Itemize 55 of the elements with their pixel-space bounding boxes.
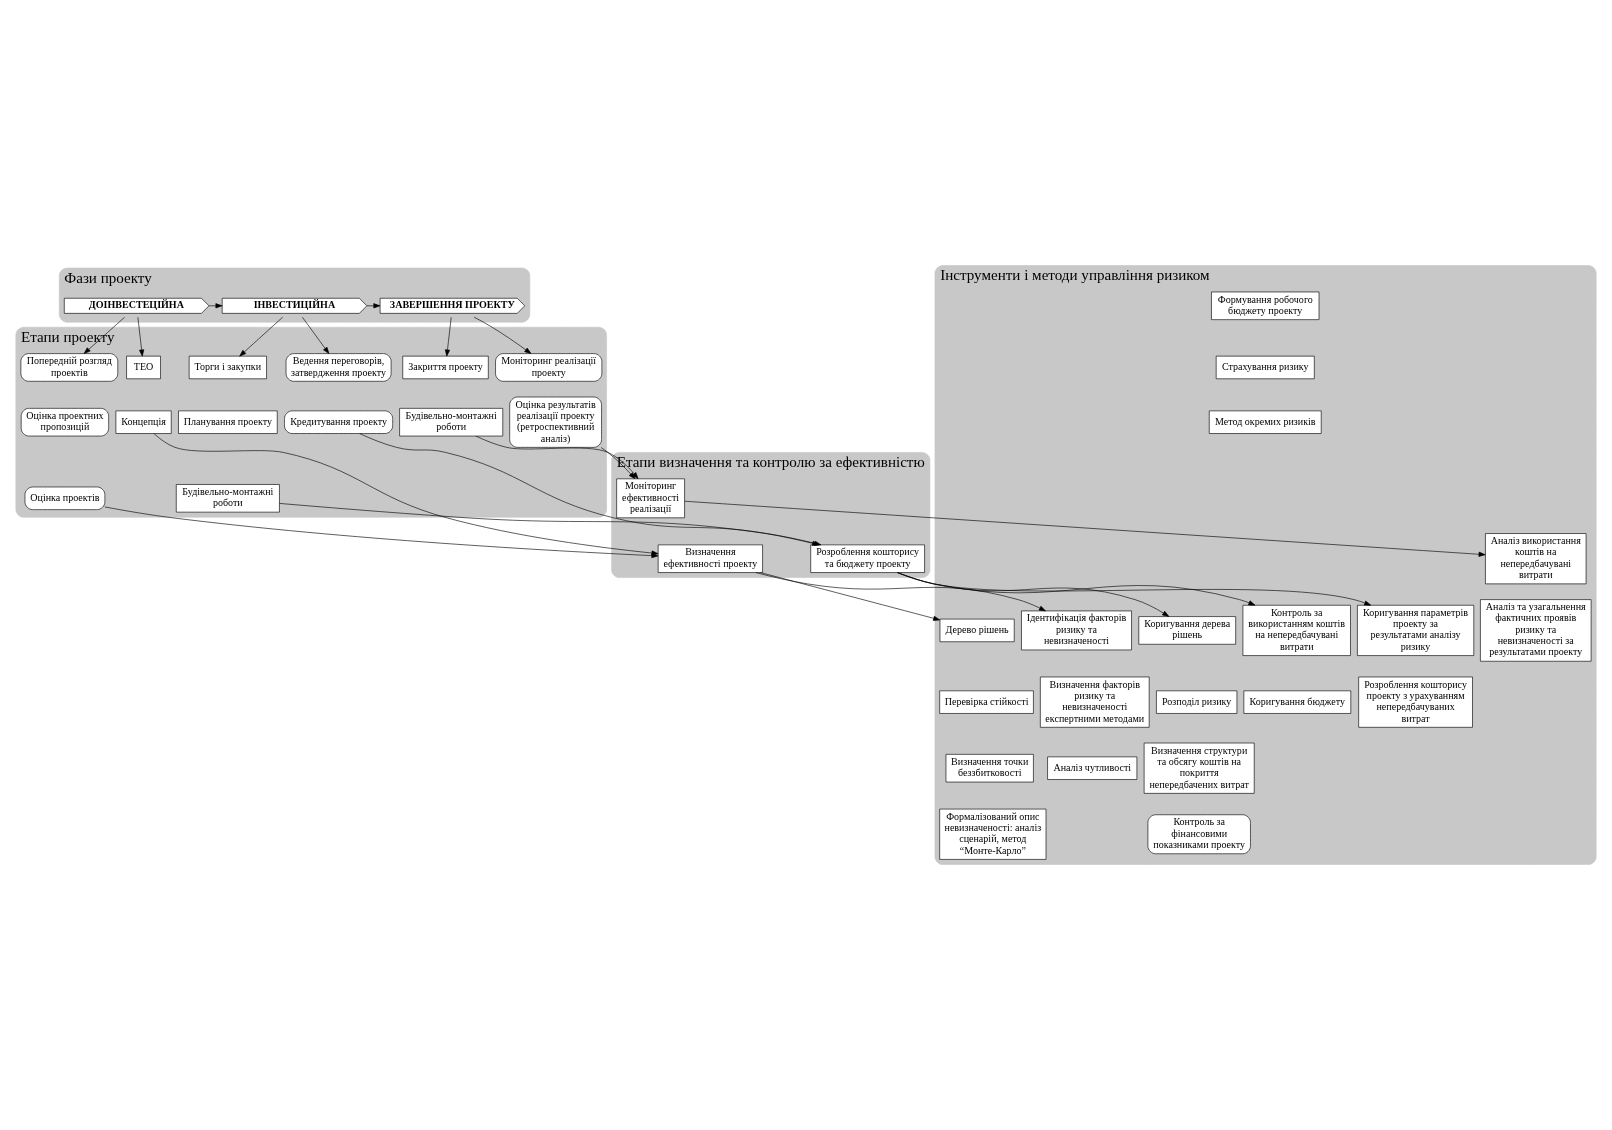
- node-box: ТЕО: [126, 355, 161, 380]
- node-box: Аналіз використання коштів на непередбачувані витрати: [1485, 533, 1587, 585]
- node-box: Аналіз чутливості: [1047, 756, 1138, 780]
- arrow: [600, 447, 636, 480]
- arrow: [153, 433, 659, 556]
- arrow: [897, 572, 1170, 617]
- node-box: Розроблення кошторису проекту з урахуванням непередбачуваних витрат: [1358, 676, 1473, 728]
- node-box: Визначення точки беззбитковості: [945, 754, 1034, 783]
- node-box: Формування робочого бюджету проекту: [1211, 291, 1320, 320]
- arrow: [366, 303, 381, 309]
- node-box: Коригування бюджету: [1243, 690, 1352, 714]
- arrow: [239, 316, 283, 357]
- arrow: [302, 316, 330, 354]
- node-box: Визначення структури та обсягу коштів на покриття непередбачених витрат: [1143, 742, 1255, 794]
- arrow: [760, 572, 941, 621]
- node-box: Оцінка проектів: [24, 486, 106, 510]
- node-box: Ідентифікація факторів ризику та невизначеності: [1021, 610, 1132, 651]
- node-box: Моніторинг реалізації проекту: [495, 353, 603, 382]
- node-box: Аналіз та узагальнення фактичних проявів ризику та невизначеності за результатами проекту: [1480, 599, 1592, 662]
- node-box: Концепція: [115, 410, 172, 434]
- node-box: Перевірка стійкості: [939, 690, 1034, 714]
- node-box: Дерево рішень: [939, 618, 1015, 643]
- node-box: Будівельно-монтажні роботи: [399, 408, 504, 437]
- node-box: Контроль за фінансовими показниками проекту: [1147, 814, 1251, 855]
- node-box: Визначення ефективності проекту: [657, 544, 763, 573]
- arrow: [208, 303, 223, 309]
- node-box: Закриття проекту: [402, 355, 489, 380]
- arrow: [83, 316, 125, 354]
- arrow: [444, 316, 452, 357]
- node-box: Кредитування проекту: [284, 410, 393, 434]
- arrow: [104, 506, 659, 559]
- node-box: Метод окремих ризиків: [1208, 410, 1322, 434]
- node-box: Визначення факторів ризику та невизначеності експертними методами: [1040, 676, 1150, 728]
- arrow: [896, 572, 1372, 606]
- arrow: [137, 316, 145, 357]
- node-box: Страхування ризику: [1215, 355, 1315, 380]
- node-box: Контроль за використанням коштів на непередбачувані витрати: [1242, 604, 1351, 656]
- node-box: Планування проекту: [178, 410, 278, 434]
- arrow: [897, 572, 1256, 606]
- arrow: [473, 316, 532, 354]
- node-box: Оцінка результатів реалізації проекту (ретроспективний аналіз): [509, 396, 602, 448]
- node-box: Розподіл ризику: [1156, 690, 1238, 714]
- node-box: Моніторинг ефективності реалізації: [616, 478, 685, 519]
- node-box: Коригування параметрів проекту за результатами аналізу ризику: [1357, 604, 1475, 656]
- arrow: [684, 500, 1486, 557]
- node-box: Торги і закупки: [188, 355, 267, 380]
- arrow: [475, 435, 639, 479]
- node-box: Коригування дерева рішень: [1138, 616, 1236, 645]
- node-box: Формалізований опис невизначеності: аналіз сценарій, метод “Монте-Карло”: [939, 808, 1047, 860]
- node-box: Будівельно-монтажні роботи: [175, 484, 280, 513]
- node-box: Розроблення кошторису та бюджету проекту: [810, 544, 925, 573]
- node-box: Ведення переговорів, затвердження проекту: [285, 353, 392, 382]
- node-box: Попередній розгляд проектів: [20, 353, 119, 382]
- arrow: [755, 572, 1046, 612]
- node-box: Оцінка проектних пропозицій: [20, 408, 109, 437]
